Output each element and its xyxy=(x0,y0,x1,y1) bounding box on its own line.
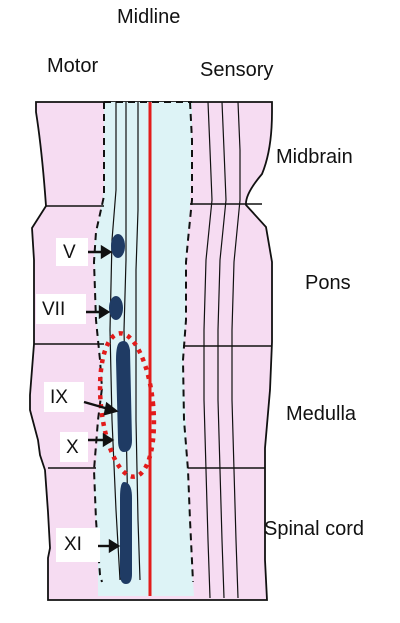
region-label-midbrain: Midbrain xyxy=(276,146,353,168)
sensory-label: Sensory xyxy=(200,59,274,81)
region-label-spinal-cord: Spinal cord xyxy=(264,518,365,540)
motor-column-line-3 xyxy=(135,102,141,581)
nerve-label-xi: XI xyxy=(64,534,82,555)
region-label-medulla: Medulla xyxy=(286,403,357,425)
nucleus-xi xyxy=(120,482,132,584)
dashed-boundary-right xyxy=(181,101,194,583)
motor-column-line-1 xyxy=(109,102,121,581)
nerve-label-v: V xyxy=(63,242,76,263)
label-bg-x xyxy=(60,432,88,462)
central-region xyxy=(94,102,194,596)
nerve-label-vii: VII xyxy=(42,299,66,320)
nucleus-v xyxy=(111,234,125,258)
sensory-column-line-1 xyxy=(203,101,213,599)
label-bg-v xyxy=(56,238,88,266)
nerve-label-x: X xyxy=(66,437,79,458)
nerve-label-ix: IX xyxy=(50,387,68,408)
region-label-pons: Pons xyxy=(305,272,351,294)
motor-label: Motor xyxy=(47,55,99,77)
midline-label: Midline xyxy=(117,6,181,28)
label-bg-xi xyxy=(56,528,100,562)
label-bg-vii xyxy=(36,294,86,324)
sensory-column-line-2 xyxy=(217,101,227,599)
arrows xyxy=(83,244,121,554)
nucleus-ix-x xyxy=(116,341,132,452)
nucleus-vii xyxy=(109,296,123,320)
sensory-column-line-3 xyxy=(231,101,241,599)
label-bg-ix xyxy=(44,382,84,412)
